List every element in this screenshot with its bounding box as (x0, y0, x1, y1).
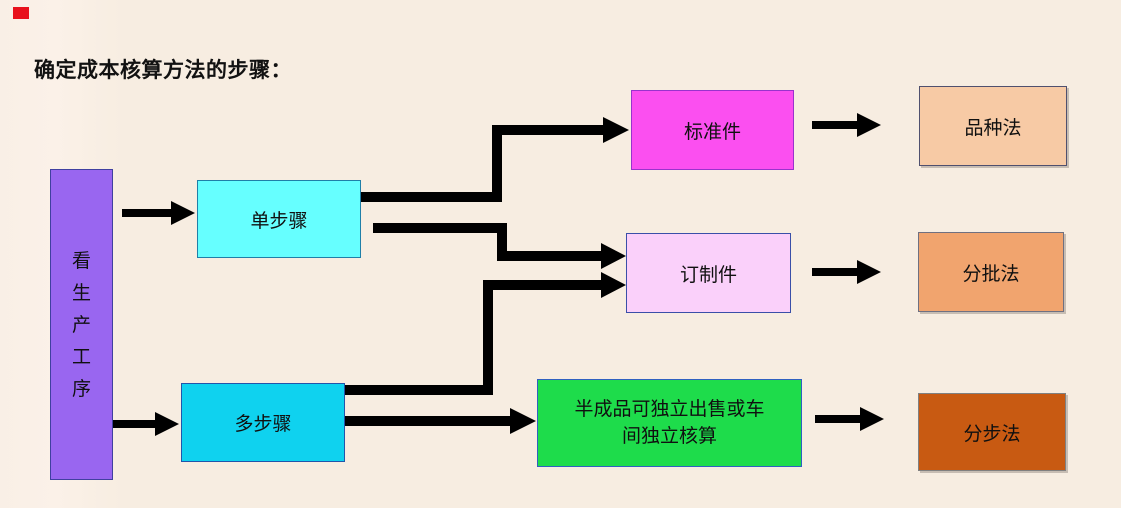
node-label: 多步骤 (234, 413, 292, 435)
node-label: 品种法 (964, 116, 1022, 139)
corner-marker-decoration (13, 7, 29, 19)
node-production-process: 看 生 产 工 序 (50, 169, 113, 480)
arrow-standard-parts-to-variety-method (812, 113, 881, 137)
node-multi-step: 多步骤 (181, 383, 345, 462)
node-single-step: 单步骤 (197, 180, 361, 258)
connector-multi-step-to-semi-finished (345, 408, 536, 434)
connector-multi-step-to-custom-parts (345, 272, 626, 395)
connector-single-step-to-standard-parts (361, 117, 629, 202)
node-label: 半成品可独立出售或车 间独立核算 (574, 398, 765, 447)
node-batch-method: 分批法 (918, 232, 1064, 312)
node-label: 分步法 (963, 422, 1021, 445)
page-title: 确定成本核算方法的步骤： (34, 58, 292, 82)
arrow-semi-finished-to-step-method (815, 407, 884, 431)
node-label: 标准件 (683, 120, 741, 143)
connector-single-step-to-custom-parts (373, 223, 626, 269)
arrow-custom-parts-to-batch-method (812, 260, 881, 284)
node-step-method: 分步法 (918, 393, 1066, 471)
node-variety-method: 品种法 (919, 86, 1067, 166)
arrow-root-to-single-step (122, 201, 195, 225)
node-label: 分批法 (962, 262, 1020, 285)
node-label: 订制件 (679, 263, 737, 286)
node-custom-parts: 订制件 (626, 233, 791, 313)
node-standard-parts: 标准件 (631, 90, 794, 170)
node-label-vertical: 看 生 产 工 序 (71, 249, 91, 400)
arrow-root-to-multi-step (113, 412, 179, 436)
node-label: 单步骤 (250, 209, 308, 232)
node-semi-finished: 半成品可独立出售或车 间独立核算 (537, 379, 802, 467)
